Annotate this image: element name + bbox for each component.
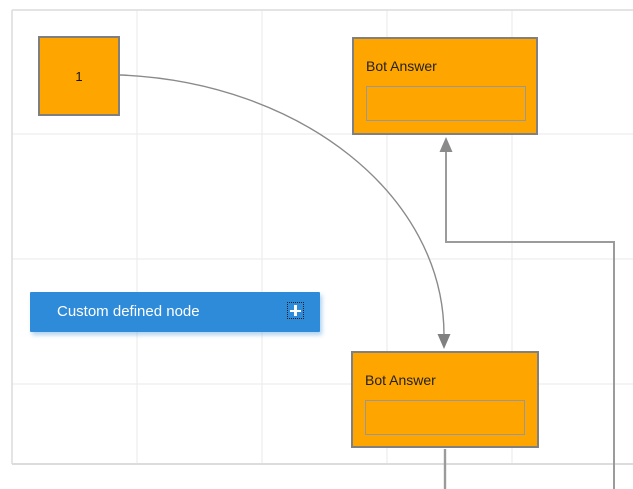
connector-curve-start-to-bottom[interactable] (119, 74, 445, 336)
node-start-square[interactable]: 1 (38, 36, 120, 116)
custom-node-label: Custom defined node (57, 303, 200, 320)
arrowhead-down-icon (437, 334, 451, 349)
bot-answer-text-box[interactable] (366, 86, 526, 121)
node-start-label: 1 (75, 68, 83, 84)
node-bot-answer-bottom[interactable]: Bot Answer (351, 351, 539, 448)
connector-elbow-bottom-to-top[interactable] (445, 152, 615, 489)
node-bot-answer-top[interactable]: Bot Answer (352, 37, 538, 135)
plus-icon-bar (294, 305, 297, 316)
bot-answer-title: Bot Answer (366, 58, 437, 74)
node-custom-defined[interactable]: Custom defined node (30, 292, 320, 332)
canvas-border (11, 9, 633, 465)
arrowhead-up-icon (439, 137, 453, 152)
plus-icon[interactable] (287, 302, 304, 319)
bot-answer-title: Bot Answer (365, 372, 436, 388)
bot-answer-text-box[interactable] (365, 400, 525, 435)
